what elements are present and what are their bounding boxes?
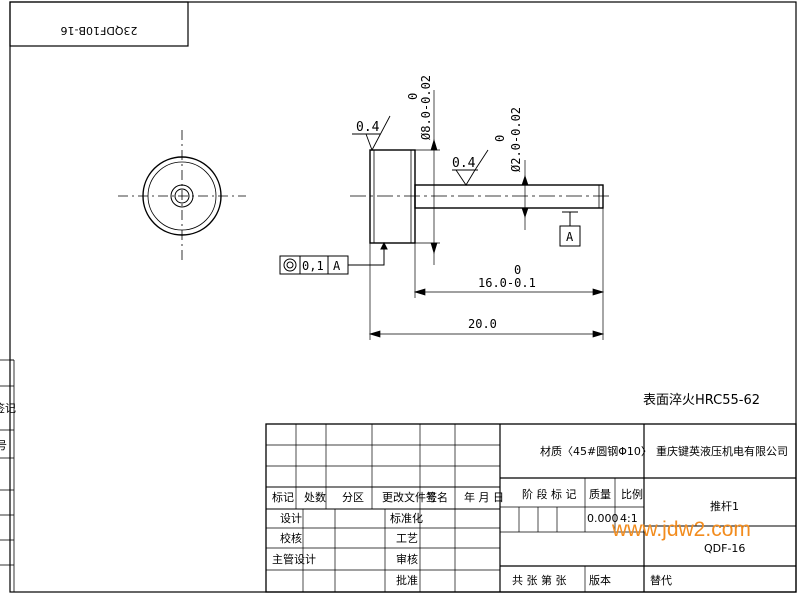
dia-small-text: Ø2.0-0.02 (509, 107, 523, 172)
material-text: 材质〈45#圆钢Φ10〉 (540, 444, 652, 458)
heat-treatment-note: 表面淬火HRC55-62 (643, 393, 760, 408)
label-standardize: 标准化 (390, 511, 423, 525)
replace-text: 替代 (650, 573, 672, 587)
drawing-code: 23QDF10B-16 (61, 24, 138, 37)
tolerance-datum: A (333, 259, 341, 273)
stage-label: 阶 段 标 记 (522, 487, 577, 501)
roughness-1: 0.4 (356, 120, 380, 135)
strip-label-1: 签记 (0, 401, 16, 415)
tolerance-frame (279, 241, 388, 275)
version-text: 版本 (589, 573, 611, 587)
dia-small-upper: 0 (493, 135, 507, 142)
label-review: 审核 (396, 552, 418, 566)
left-strip (0, 359, 15, 592)
col-label-zone: 分区 (342, 491, 364, 504)
drawing-code-box: 23QDF10B-16 (9, 1, 189, 47)
label-process: 工艺 (396, 532, 418, 545)
part-name: 推杆1 (710, 499, 739, 513)
label-chief-design: 主管设计 (272, 552, 316, 566)
datum-label: A (566, 230, 574, 244)
dia-small-dim (521, 160, 529, 230)
scale-label: 比例 (621, 487, 643, 501)
part-code: QDF-16 (704, 542, 745, 555)
label-design: 设计 (280, 512, 302, 525)
tolerance-value: 0,1 (302, 259, 324, 273)
col-label-count: 处数 (304, 491, 326, 504)
datum-marker (559, 211, 581, 247)
roughness-symbol-1 (352, 115, 391, 152)
len-16-text: 16.0-0.1 (478, 276, 536, 290)
len-16-upper: 0 (514, 263, 521, 277)
end-view (118, 130, 246, 262)
label-approve: 批准 (396, 573, 418, 587)
col-label-sign: 签名 (426, 490, 448, 504)
weight-label: 质量 (589, 488, 611, 501)
roughness-symbol-2 (452, 149, 489, 186)
dia-large-dim (415, 90, 440, 265)
dia-large-text: Ø8.0-0.02 (419, 75, 433, 140)
company-text: 重庆键英液压机电有限公司 (656, 444, 788, 458)
col-label-date: 年 月 日 (464, 490, 504, 504)
col-label-mark: 标记 (272, 490, 294, 504)
roughness-2: 0.4 (452, 156, 476, 171)
len-16-dim (413, 208, 605, 340)
title-block (265, 423, 797, 593)
side-view (350, 149, 610, 244)
dia-large-upper: 0 (406, 93, 420, 100)
len-20-dim (368, 243, 605, 340)
len-20-text: 20.0 (468, 317, 497, 331)
strip-label-2: 号 (0, 439, 7, 452)
scale-value: 4:1 (620, 512, 638, 525)
watermark: www.jdw2.com (611, 518, 751, 541)
col-label-doc: 更改文件号 (382, 490, 437, 504)
weight-value: 0.000 (587, 512, 619, 525)
sheets-text: 共 张 第 张 (512, 573, 567, 587)
label-check: 校核 (280, 531, 302, 545)
